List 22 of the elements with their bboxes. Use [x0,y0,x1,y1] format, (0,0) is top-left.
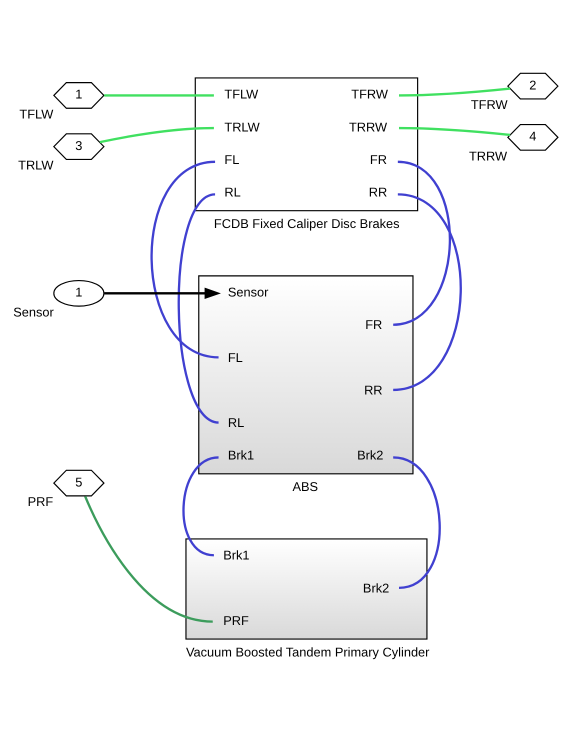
node-label: ABS [292,479,318,494]
node-ellipse: 1 [53,280,104,307]
node-label: TRLW [18,158,54,173]
connector [398,126,510,136]
connector [100,126,214,144]
node-label: TFRW [470,97,508,112]
node-label: PRF [28,494,54,510]
connector [150,160,219,358]
node-label: Sensor [13,304,54,320]
node-label: FCDB Fixed Caliper Disc Brakes [214,216,400,231]
node-label: Vacuum Boosted Tandem Primary Cylinder [186,644,430,660]
node-label: TRRW [468,148,508,164]
connector [399,87,510,97]
arrow [104,288,221,300]
connector [392,193,462,392]
connector [84,496,213,623]
connector [182,456,219,556]
node-label: TFLW [19,106,54,122]
connector [178,193,219,424]
connector [104,94,214,97]
connector [392,160,452,326]
connector [392,456,441,589]
